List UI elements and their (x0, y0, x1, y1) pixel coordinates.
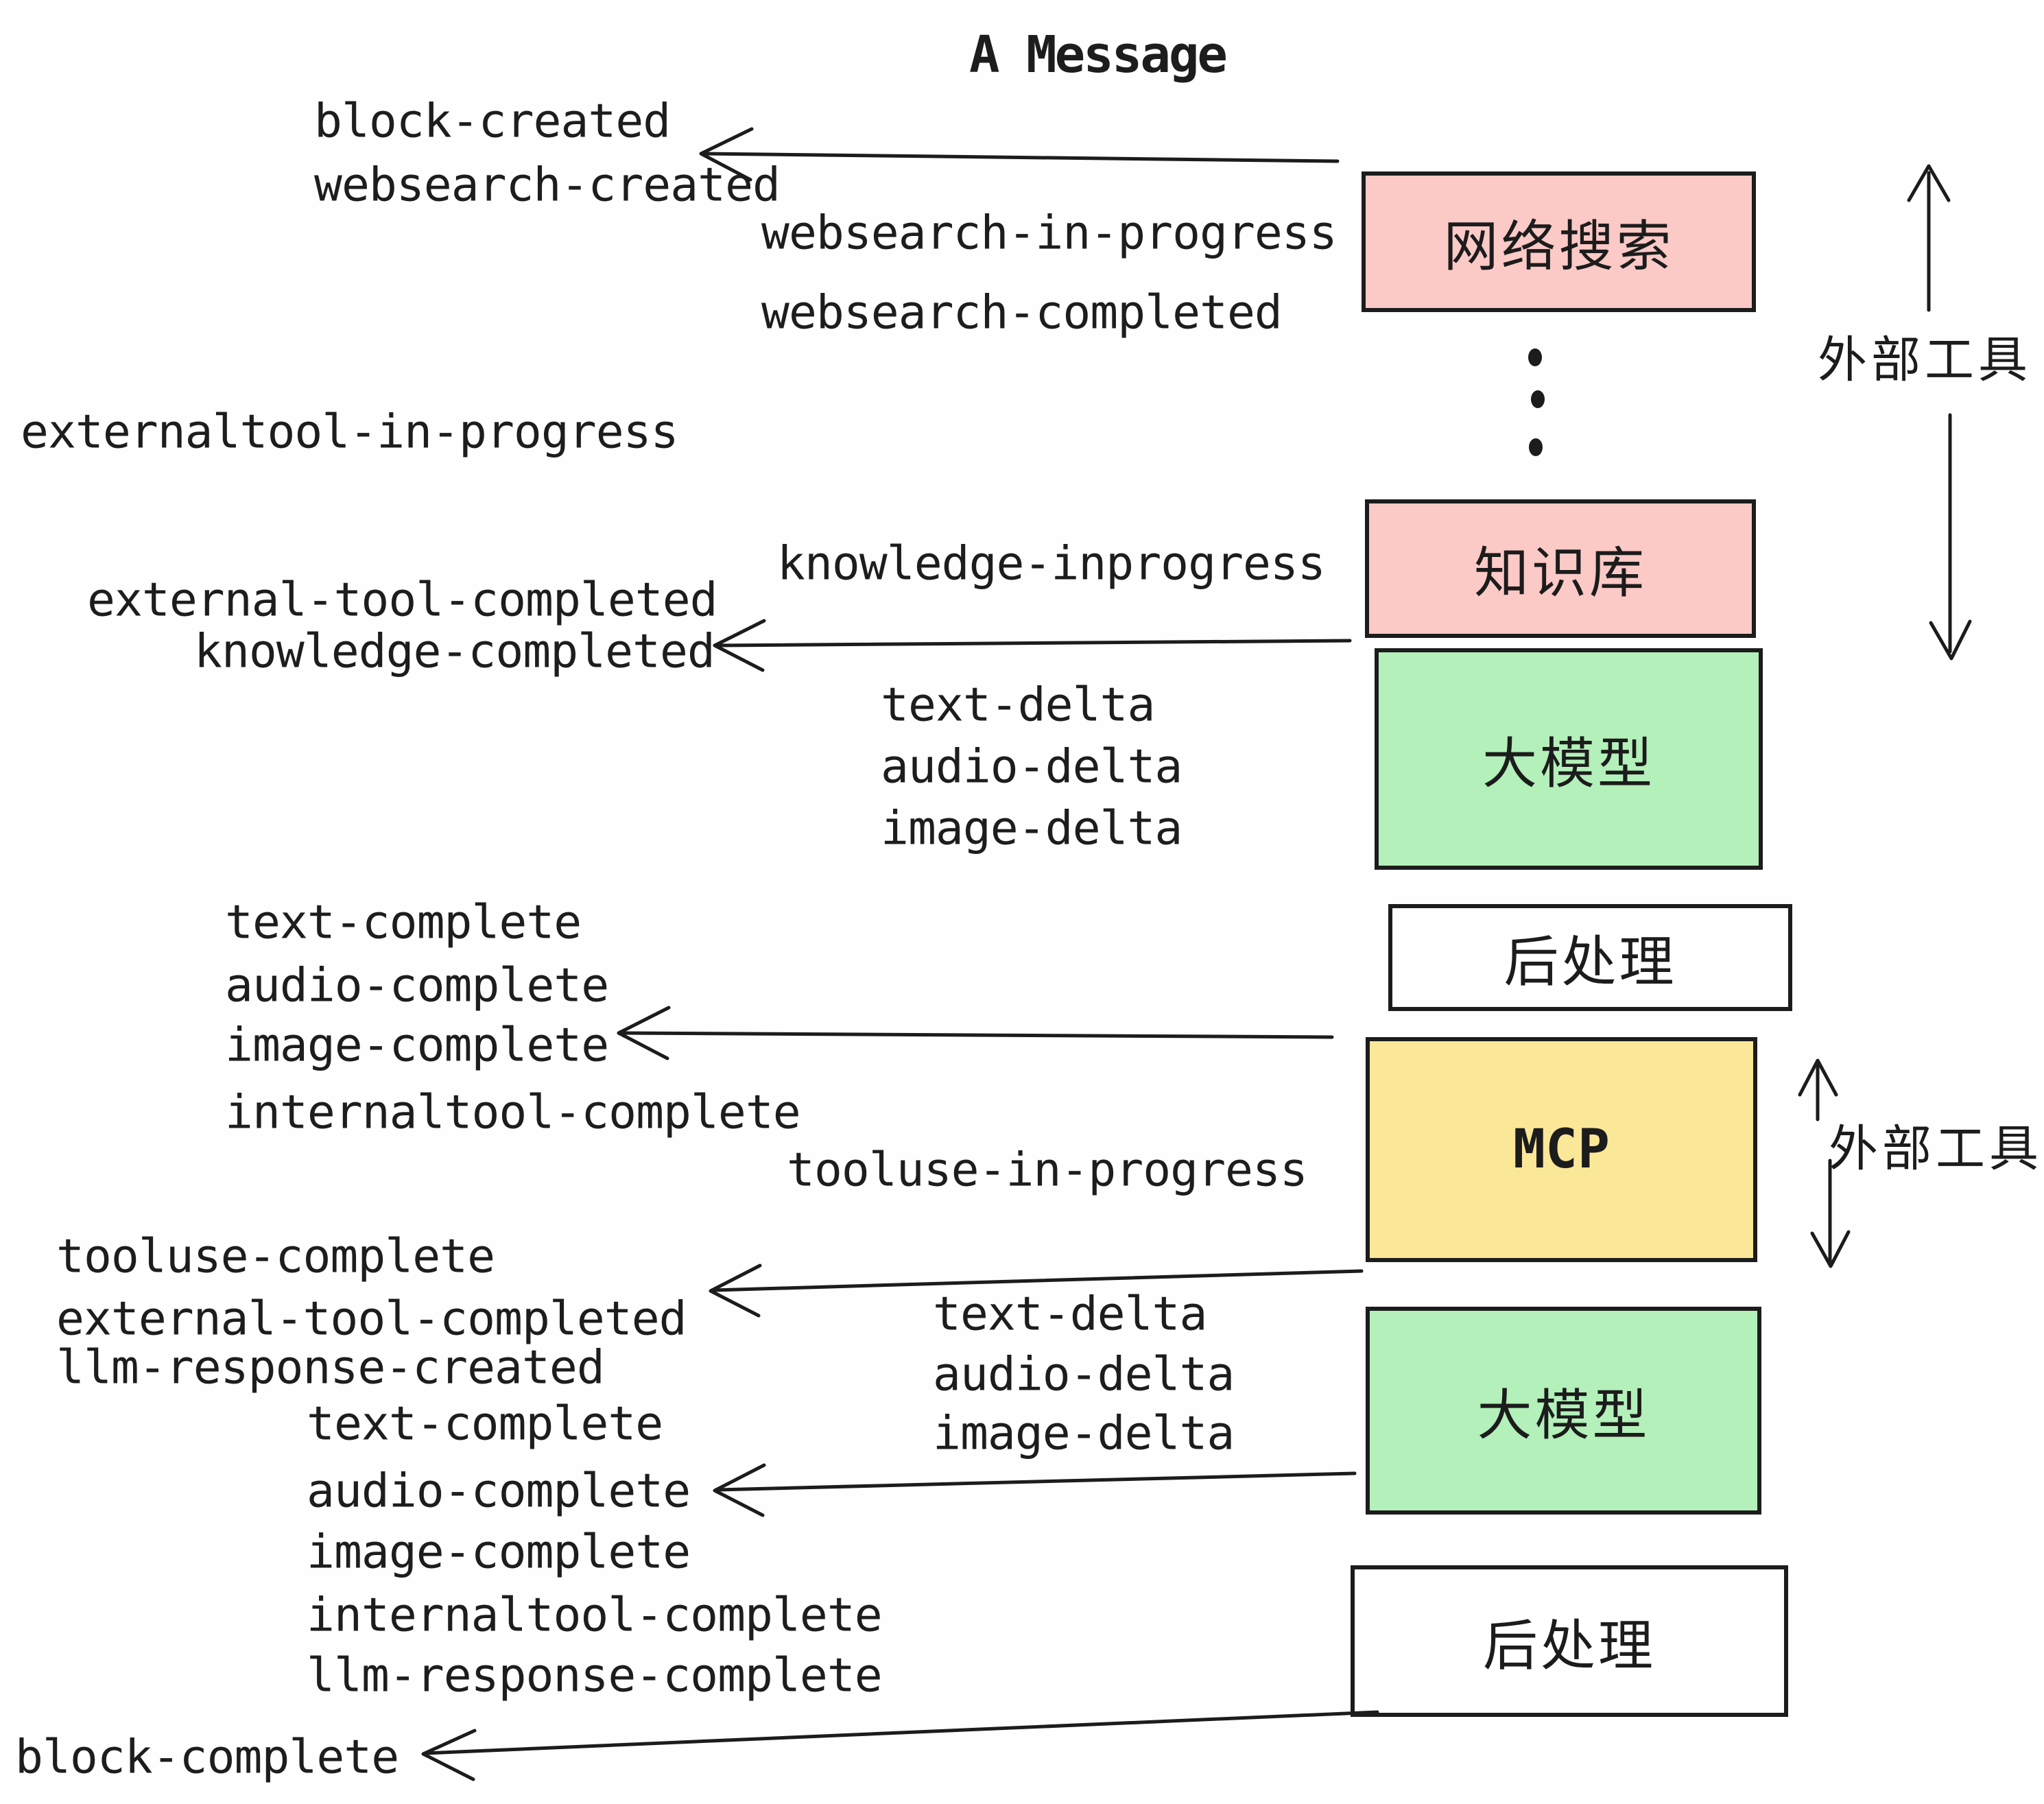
event-websearch-created: websearch-created (314, 158, 781, 213)
event-tooluse-complete: tooluse-complete (56, 1229, 495, 1284)
event-llm-response-created: llm-response-created (56, 1340, 605, 1395)
box-knowledge-label: 知识库 (1474, 541, 1647, 605)
event-block-created: block-created (314, 94, 671, 149)
box-post-1: 后处理 (1388, 904, 1792, 1011)
event-external-tool-completed: external-tool-completed (87, 573, 718, 628)
box-llm-1: 大模型 (1375, 648, 1763, 870)
external-tools-arrow-top (1907, 164, 1972, 661)
vertical-dots-icon (1528, 348, 1545, 456)
external-tools-label-bottom: 外部工具 (1828, 1119, 2043, 1178)
box-websearch: 网络搜索 (1362, 171, 1756, 312)
page-title: A Message (969, 25, 1228, 84)
event-internaltool-complete-2: internaltool-complete (307, 1588, 883, 1643)
event-image-complete: image-complete (225, 1018, 609, 1073)
event-knowledge-completed: knowledge-completed (194, 624, 715, 679)
arrow-audio-complete (713, 1463, 1357, 1517)
event-block-complete: block-complete (15, 1730, 399, 1785)
event-image-delta: image-delta (881, 801, 1183, 856)
event-websearch-completed: websearch-completed (761, 285, 1283, 340)
event-text-delta: text-delta (881, 678, 1155, 733)
box-post-2: 后处理 (1351, 1565, 1788, 1717)
event-audio-complete-2: audio-complete (307, 1464, 691, 1519)
event-internaltool-complete: internaltool-complete (225, 1085, 801, 1140)
box-llm-2-label: 大模型 (1477, 1383, 1650, 1447)
event-audio-complete: audio-complete (225, 958, 609, 1013)
arrow-image-complete (617, 1006, 1334, 1060)
box-post-1-label: 后处理 (1504, 930, 1677, 994)
box-llm-1-label: 大模型 (1482, 731, 1655, 796)
box-knowledge: 知识库 (1365, 499, 1756, 638)
box-llm-2: 大模型 (1366, 1307, 1761, 1515)
event-text-delta-2: text-delta (933, 1287, 1207, 1342)
arrow-knowledge-completed (713, 619, 1352, 672)
box-websearch-label: 网络搜索 (1443, 214, 1674, 278)
event-text-complete: text-complete (225, 895, 582, 950)
event-audio-delta-2: audio-delta (933, 1347, 1235, 1402)
arrow-block-created (699, 127, 1340, 182)
box-mcp: MCP (1366, 1037, 1757, 1262)
event-external-tool-completed-2: external-tool-completed (56, 1292, 687, 1346)
event-text-complete-2: text-complete (307, 1397, 663, 1451)
event-externaltool-in-progress: externaltool-in-progress (21, 405, 679, 460)
event-image-delta-2: image-delta (933, 1406, 1235, 1461)
event-audio-delta: audio-delta (881, 739, 1183, 794)
box-post-2-label: 后处理 (1483, 1613, 1656, 1678)
event-tooluse-in-progress: tooluse-in-progress (787, 1143, 1308, 1198)
external-tools-label-top: 外部工具 (1817, 331, 2032, 389)
arrow-block-complete (421, 1710, 1379, 1781)
event-image-complete-2: image-complete (307, 1525, 691, 1580)
box-mcp-label: MCP (1513, 1119, 1610, 1180)
event-llm-response-complete: llm-response-complete (307, 1648, 883, 1703)
event-knowledge-inprogress: knowledge-inprogress (777, 536, 1326, 591)
event-websearch-in-progress: websearch-in-progress (761, 206, 1338, 261)
